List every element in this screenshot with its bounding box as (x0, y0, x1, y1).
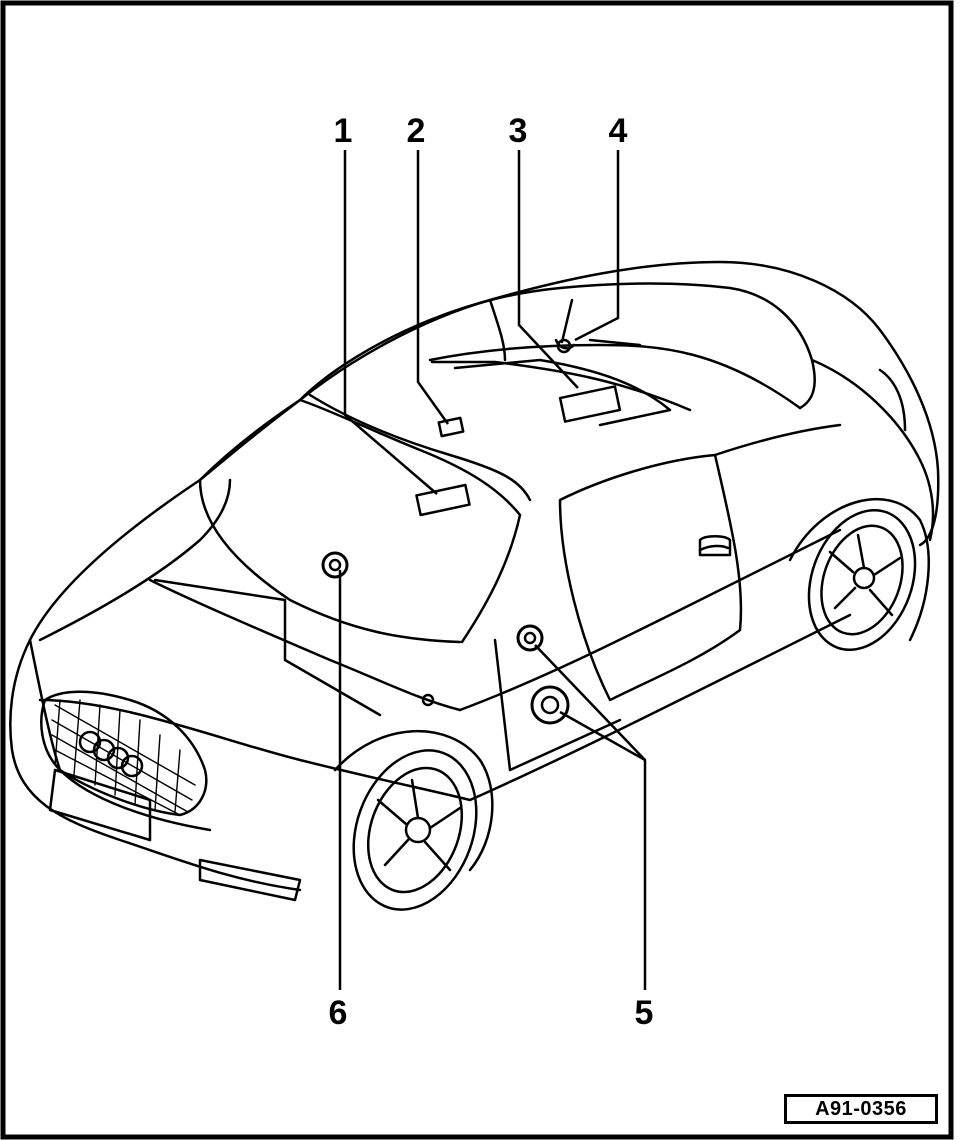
figure-id-label: A91-0356 (784, 1094, 938, 1124)
leader-lines (338, 150, 647, 990)
car-body-illustration (9, 260, 940, 911)
callout-3: 3 (509, 112, 528, 150)
leader-line-5 (534, 644, 647, 990)
leader-line-2 (416, 150, 450, 425)
callout-1: 1 (334, 112, 353, 150)
callout-2: 2 (407, 112, 426, 150)
callout-6: 6 (329, 994, 348, 1032)
callout-4: 4 (609, 112, 628, 150)
leader-line-3 (517, 150, 579, 389)
leader-line-4 (574, 150, 620, 342)
callout-5: 5 (635, 994, 654, 1032)
leader-line-1 (343, 150, 438, 495)
